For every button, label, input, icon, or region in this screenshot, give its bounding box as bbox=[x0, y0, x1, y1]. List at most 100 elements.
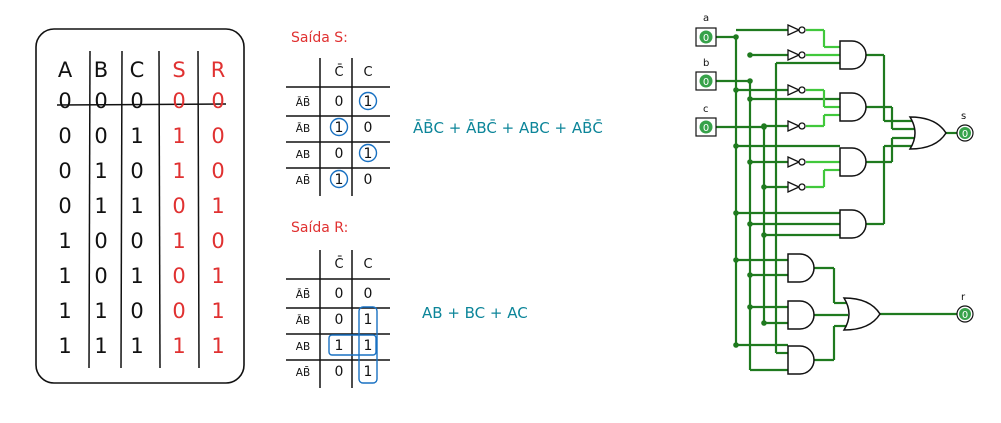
kmap-row-header: ĀB̄ bbox=[296, 288, 310, 301]
tt-cell: 1 bbox=[94, 194, 108, 218]
and-gate bbox=[787, 300, 815, 330]
tt-cell: 0 bbox=[130, 89, 144, 113]
kmap-cell: 0 bbox=[335, 286, 344, 302]
tt-cell: 0 bbox=[58, 89, 72, 113]
input-pin-a[interactable]: 0 a bbox=[695, 13, 717, 47]
tt-cell: 1 bbox=[130, 264, 144, 288]
input-label-c: c bbox=[703, 104, 709, 115]
and-gate bbox=[839, 147, 867, 177]
kmap-col-header: C̄ bbox=[334, 257, 343, 272]
not-gate bbox=[787, 23, 806, 37]
tt-cell: 0 bbox=[172, 264, 186, 288]
expression-s: ĀB̄C + ĀBC̄ + ABC + AB̄C̄ bbox=[413, 119, 603, 137]
and-gate bbox=[787, 253, 815, 283]
tt-header-a: A bbox=[57, 58, 73, 82]
output-pin-r: 0 r bbox=[956, 292, 974, 323]
kmap-cell: 0 bbox=[364, 120, 373, 136]
tt-header-c: C bbox=[129, 58, 145, 82]
tt-cell: 1 bbox=[130, 124, 144, 148]
kmap-cell: 1 bbox=[335, 120, 344, 136]
tt-cell: 1 bbox=[58, 334, 72, 358]
kmap-cell: 1 bbox=[364, 364, 373, 380]
tt-cell: 1 bbox=[211, 194, 225, 218]
inverted-wires bbox=[806, 28, 840, 189]
kmap-cell: 0 bbox=[364, 286, 373, 302]
logic-circuit: 0 a 0 b 0 c 0 s bbox=[688, 0, 1001, 419]
junction-dots bbox=[733, 34, 767, 348]
output-label-r: r bbox=[961, 292, 966, 303]
kmap-cell: 0 bbox=[364, 172, 373, 188]
tt-cell: 1 bbox=[172, 334, 186, 358]
kmap-group-loop bbox=[329, 169, 349, 189]
tt-cell: 1 bbox=[172, 159, 186, 183]
kmap-cell: 1 bbox=[364, 312, 373, 328]
not-gate bbox=[787, 48, 806, 62]
kmap-row-header: AB bbox=[296, 149, 310, 161]
expression-r: AB + BC + AC bbox=[422, 304, 528, 322]
and-gate bbox=[839, 40, 867, 70]
kmap-group-loop bbox=[358, 306, 378, 384]
tt-cell: 0 bbox=[172, 89, 186, 113]
input-pins: 0 a 0 b 0 c bbox=[695, 13, 717, 137]
kmap-row-header: AB̄ bbox=[296, 366, 310, 379]
tt-cell: 0 bbox=[94, 264, 108, 288]
kmap-col-header: C bbox=[363, 257, 372, 272]
kmap-cell: 1 bbox=[335, 172, 344, 188]
kmap-row-header: ĀB̄ bbox=[296, 96, 310, 109]
tt-header-r: R bbox=[210, 58, 226, 82]
svg-text:0: 0 bbox=[703, 123, 709, 134]
and-gate bbox=[839, 209, 867, 239]
not-gate bbox=[787, 155, 806, 169]
kmap-row-header: ĀB bbox=[296, 122, 310, 135]
not-gate bbox=[787, 119, 806, 133]
tt-cell: 0 bbox=[211, 89, 225, 113]
tt-cell: 1 bbox=[172, 124, 186, 148]
tt-cell: 0 bbox=[94, 229, 108, 253]
tt-cell: 0 bbox=[130, 159, 144, 183]
input-label-b: b bbox=[703, 58, 709, 69]
kmap-group-loop bbox=[358, 91, 378, 111]
tt-cell: 0 bbox=[58, 159, 72, 183]
kmap-cell: 1 bbox=[364, 146, 373, 162]
kmap-row-header: ĀB bbox=[296, 314, 310, 327]
kmap-col-header: C bbox=[363, 65, 372, 80]
output-pins: 0 s 0 r bbox=[956, 111, 974, 323]
kmap-group-loop bbox=[329, 117, 349, 137]
svg-text:0: 0 bbox=[703, 33, 709, 44]
or-gate-r bbox=[842, 297, 881, 331]
kmap-row-header: AB bbox=[296, 341, 310, 353]
tt-cell: 1 bbox=[211, 264, 225, 288]
kmap-cell: 0 bbox=[335, 146, 344, 162]
tt-cell: 0 bbox=[211, 159, 225, 183]
svg-text:0: 0 bbox=[962, 310, 968, 321]
tt-cell: 1 bbox=[58, 229, 72, 253]
kmap-cell: 0 bbox=[335, 364, 344, 380]
tt-cell: 1 bbox=[94, 299, 108, 323]
output-pin-s: 0 s bbox=[956, 111, 974, 142]
kmap-cell: 1 bbox=[364, 338, 373, 354]
tt-cell: 0 bbox=[130, 229, 144, 253]
tt-cell: 1 bbox=[130, 194, 144, 218]
and-gates bbox=[787, 40, 867, 375]
tt-cell: 1 bbox=[58, 264, 72, 288]
tt-cell: 1 bbox=[58, 299, 72, 323]
tt-header-s: S bbox=[172, 58, 186, 82]
tt-cell: 1 bbox=[130, 334, 144, 358]
circuit-canvas: 0 a 0 b 0 c 0 s bbox=[695, 13, 974, 375]
kmap-cell: 1 bbox=[335, 338, 344, 354]
tt-cell: 0 bbox=[130, 299, 144, 323]
and-gate bbox=[839, 92, 867, 122]
tt-cell: 1 bbox=[211, 299, 225, 323]
kmap-col-header: C̄ bbox=[334, 65, 343, 80]
not-gates bbox=[787, 23, 806, 194]
tt-cell: 0 bbox=[211, 124, 225, 148]
input-pin-c[interactable]: 0 c bbox=[695, 104, 717, 137]
kmap-group-loop bbox=[358, 143, 378, 163]
input-pin-b[interactable]: 0 b bbox=[695, 58, 717, 91]
tt-header-b: B bbox=[93, 58, 109, 82]
kmap-s-title: Saída S: bbox=[291, 30, 348, 46]
kmap-row-header: AB̄ bbox=[296, 174, 310, 187]
